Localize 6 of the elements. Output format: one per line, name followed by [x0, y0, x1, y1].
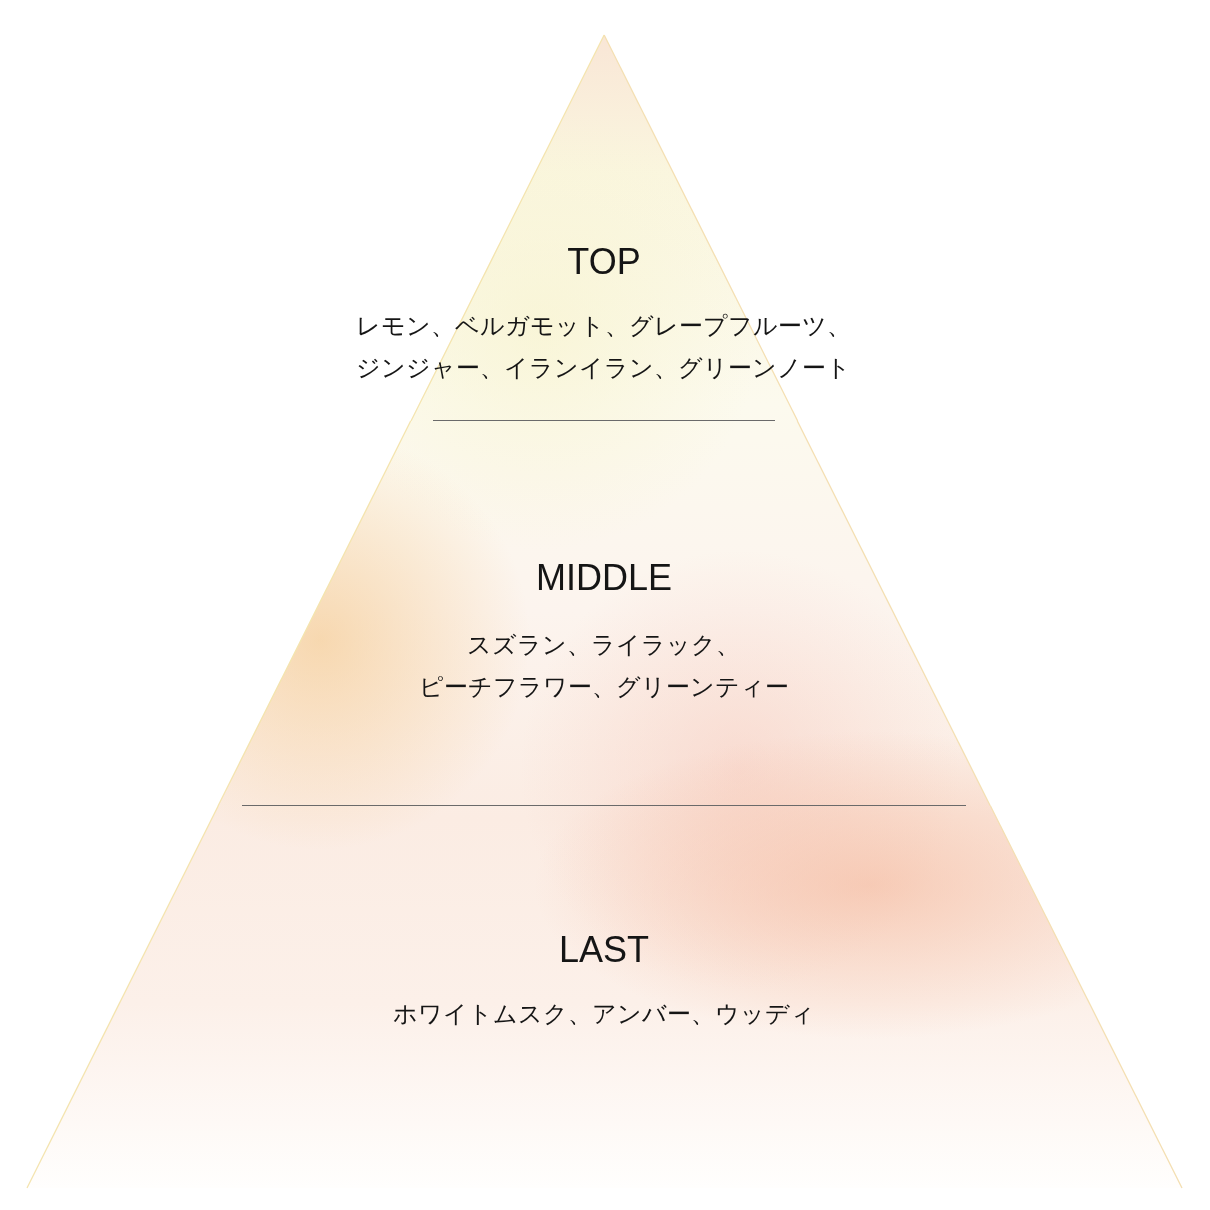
tier-heading: MIDDLE: [535, 558, 672, 598]
tier-heading: LAST: [559, 930, 649, 970]
note-list: スズラン、ライラック、ピーチフラワー、グリーンティー: [419, 624, 789, 708]
note-list: ホワイトムスク、アンバー、ウッディ: [393, 993, 815, 1035]
tier-heading: TOP: [567, 242, 641, 282]
note-list: レモン、ベルガモット、グレープフルーツ、ジンジャー、イランイラン、グリーンノート: [356, 305, 852, 389]
